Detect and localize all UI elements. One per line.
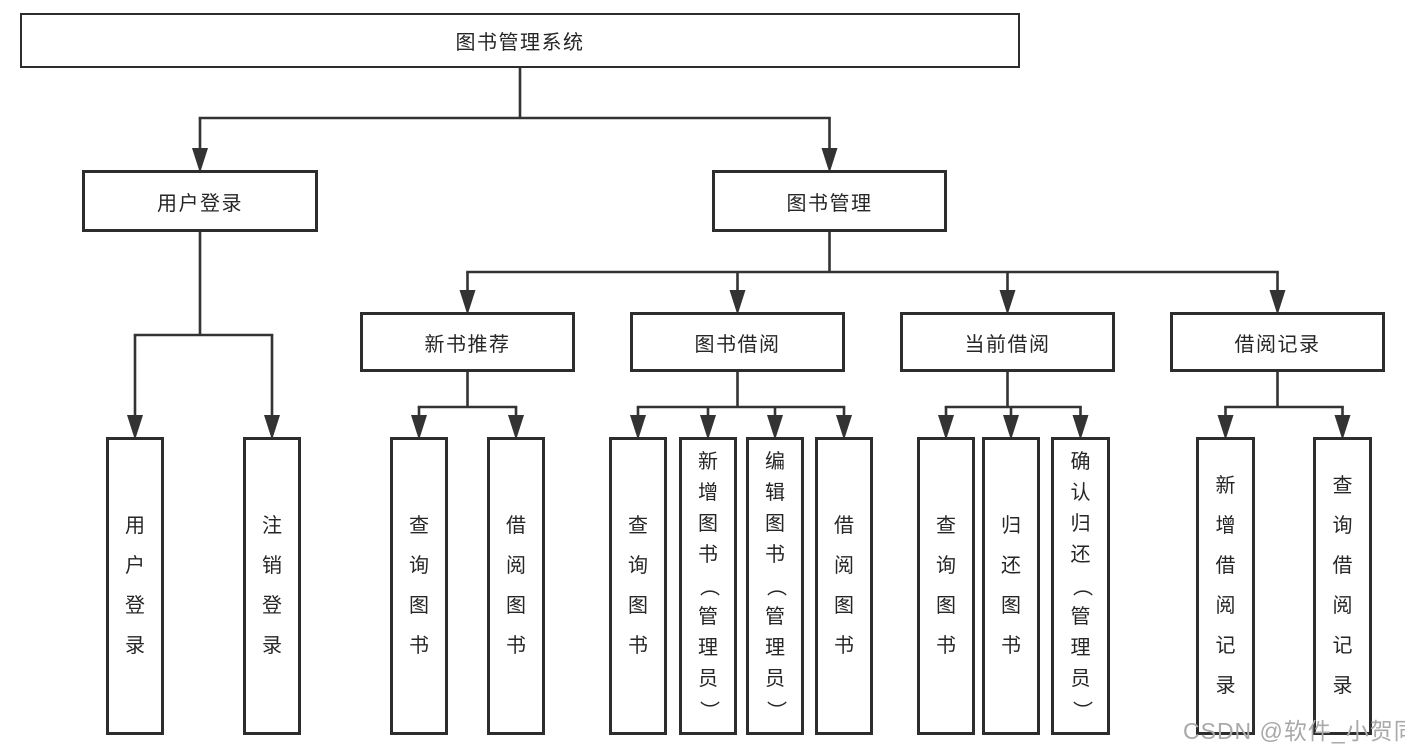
connector-root: [192, 66, 838, 173]
node-br-query-record: 查询借阅记录: [1313, 437, 1372, 735]
node-borrow-records: 借阅记录: [1170, 312, 1385, 372]
node-label: 借阅图书: [834, 515, 854, 657]
node-bb-add-book: 新增图书（管理员）: [679, 437, 737, 735]
connector-new-book-recommend: [411, 370, 524, 440]
node-current-borrow: 当前借阅: [900, 312, 1115, 372]
node-label: 用户登录: [157, 192, 243, 215]
watermark: CSDN @软件_小贺同学: [1183, 718, 1405, 744]
node-br-add-record: 新增借阅记录: [1196, 437, 1255, 735]
node-label: 图书管理系统: [455, 32, 585, 54]
connector-user-login: [127, 230, 280, 440]
node-label: 编辑图书（管理员）: [764, 450, 787, 721]
node-label: 查询图书: [409, 515, 429, 657]
node-bb-edit-book: 编辑图书（管理员）: [746, 437, 804, 735]
node-cb-query-book: 查询图书: [917, 437, 975, 735]
node-bb-borrow-book: 借阅图书: [815, 437, 873, 735]
node-nb-borrow-book: 借阅图书: [487, 437, 545, 735]
connector-book-borrow: [630, 370, 852, 440]
node-label: 图书借阅: [694, 333, 781, 356]
node-label: 注销登录: [262, 515, 282, 657]
connector-current-borrow: [938, 370, 1089, 440]
connector-book-mgmt: [459, 230, 1286, 315]
node-cb-return-book: 归还图书: [982, 437, 1040, 735]
node-label: 当前借阅: [964, 333, 1051, 356]
node-bb-query-book: 查询图书: [609, 437, 667, 735]
node-label: 借阅图书: [506, 515, 526, 657]
connector-borrow-records: [1217, 370, 1351, 440]
node-login-leaf: 用户登录: [106, 437, 164, 735]
node-label: 新书推荐: [424, 333, 511, 356]
node-label: 查询图书: [628, 515, 648, 657]
node-label: 查询借阅记录: [1332, 475, 1353, 697]
node-book-borrow: 图书借阅: [630, 312, 845, 372]
node-new-book-recommend: 新书推荐: [360, 312, 575, 372]
node-book-mgmt: 图书管理: [712, 170, 947, 232]
node-label: 新增图书（管理员）: [697, 450, 720, 721]
node-label: 新增借阅记录: [1215, 475, 1236, 697]
node-logout-leaf: 注销登录: [243, 437, 301, 735]
node-cb-confirm-return: 确认归还（管理员）: [1051, 437, 1110, 735]
node-root: 图书管理系统: [20, 13, 1020, 68]
node-label: 归还图书: [1001, 515, 1021, 657]
node-label: 借阅记录: [1234, 333, 1321, 356]
node-user-login: 用户登录: [82, 170, 318, 232]
node-label: 用户登录: [125, 515, 145, 657]
node-label: 图书管理: [786, 192, 873, 215]
node-label: 查询图书: [936, 515, 956, 657]
node-nb-query-book: 查询图书: [390, 437, 448, 735]
node-label: 确认归还（管理员）: [1070, 450, 1092, 721]
